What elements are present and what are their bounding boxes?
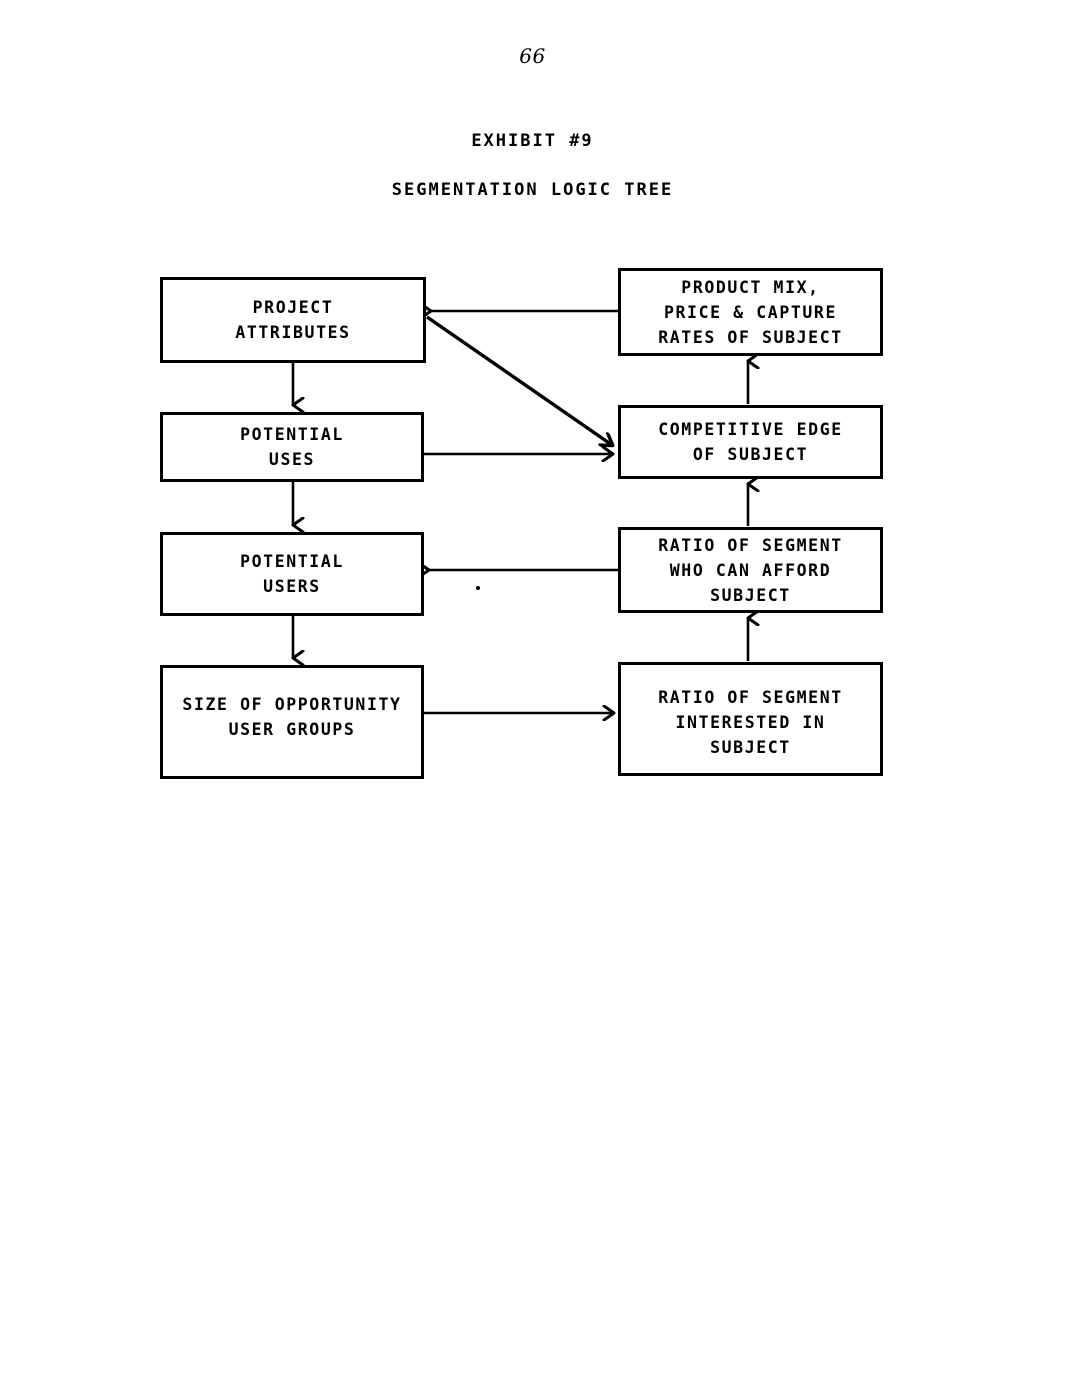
node-ratio-interested[interactable]: RATIO OF SEGMENT INTERESTED IN SUBJECT [618,662,883,776]
node-ratio-afford-label: RATIO OF SEGMENT WHO CAN AFFORD SUBJECT [658,535,843,605]
node-size-opportunity-label: SIZE OF OPPORTUNITY USER GROUPS [182,695,402,739]
node-potential-users[interactable]: POTENTIAL USERS [160,532,424,616]
node-potential-users-label: POTENTIAL USERS [240,552,344,596]
node-project-attributes-label: PROJECT ATTRIBUTES [235,298,351,342]
node-competitive-edge[interactable]: COMPETITIVE EDGE OF SUBJECT [618,405,883,479]
node-potential-uses-label: POTENTIAL USES [240,425,344,469]
page-title: SEGMENTATION LOGIC TREE [391,180,674,200]
node-ratio-afford[interactable]: RATIO OF SEGMENT WHO CAN AFFORD SUBJECT [618,527,883,613]
node-potential-uses[interactable]: POTENTIAL USES [160,412,424,482]
node-size-opportunity[interactable]: SIZE OF OPPORTUNITY USER GROUPS [160,665,424,779]
stray-ink-mark [476,586,480,590]
node-ratio-interested-label: RATIO OF SEGMENT INTERESTED IN SUBJECT [658,688,843,757]
exhibit-label: EXHIBIT #9 [471,131,594,151]
page-number: 66 [519,44,546,68]
node-product-mix-label: PRODUCT MIX, PRICE & CAPTURE RATES OF SU… [658,277,843,347]
node-competitive-edge-label: COMPETITIVE EDGE OF SUBJECT [658,420,843,464]
node-product-mix[interactable]: PRODUCT MIX, PRICE & CAPTURE RATES OF SU… [618,268,883,356]
node-project-attributes[interactable]: PROJECT ATTRIBUTES [160,277,426,363]
edge-project-attributes-to-competitive-edge [426,315,612,445]
